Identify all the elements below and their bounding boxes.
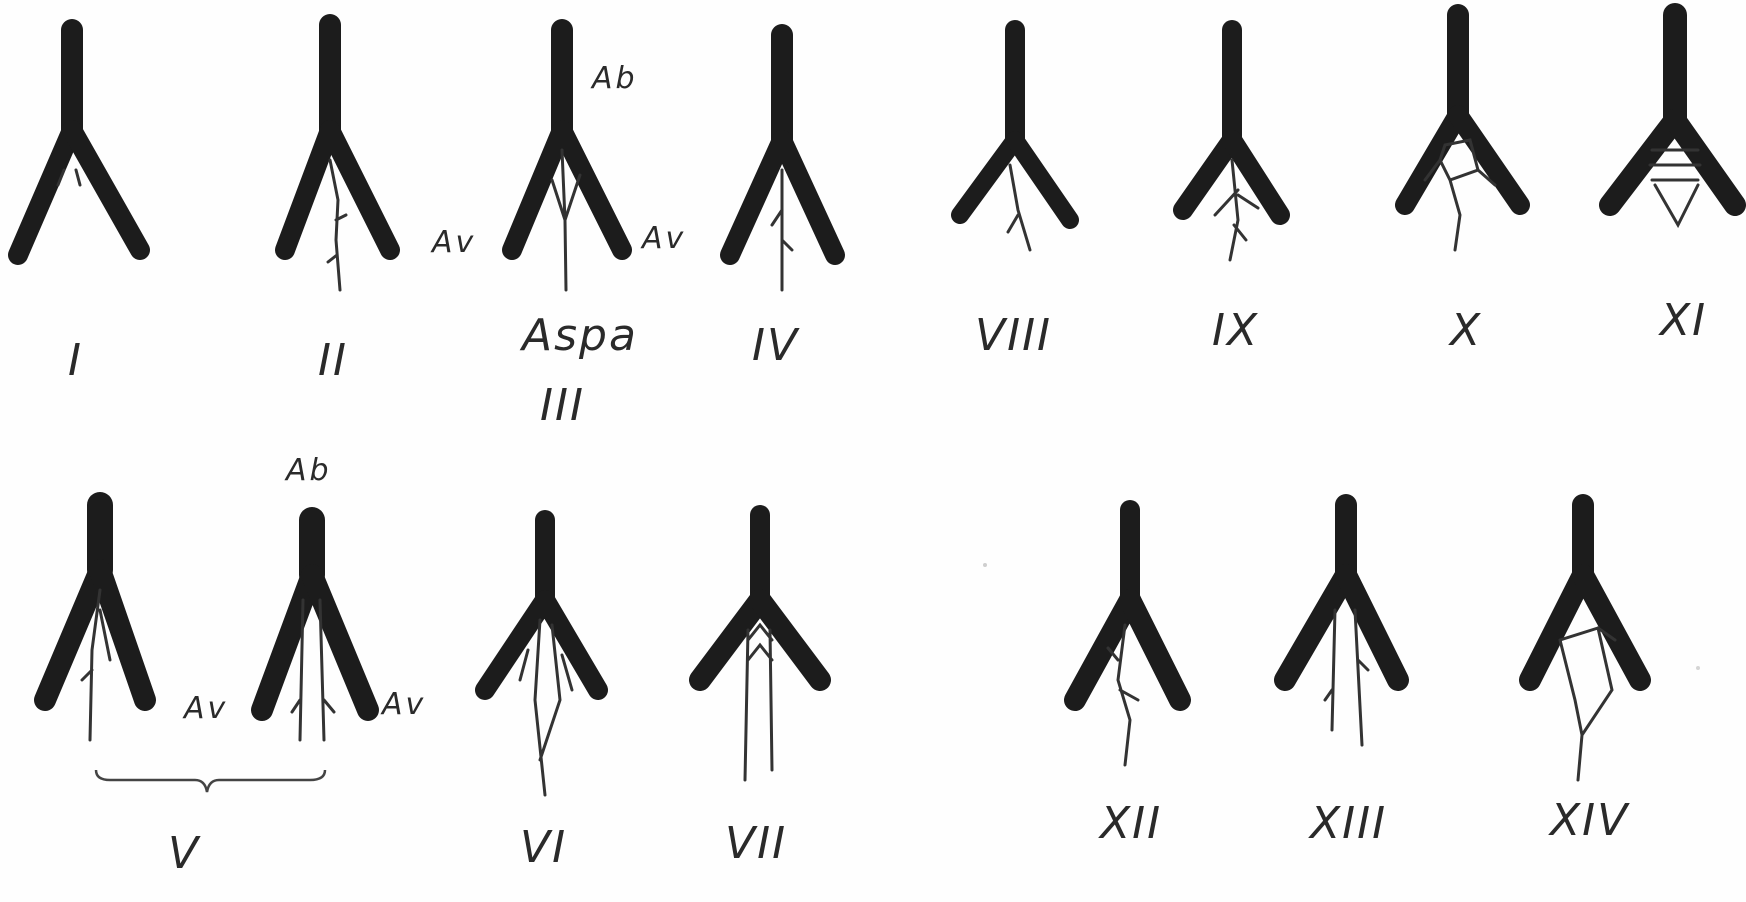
label-VI: VI bbox=[520, 822, 567, 873]
variant-VIII bbox=[960, 30, 1070, 250]
label-X: X bbox=[1448, 305, 1482, 356]
label-II: II bbox=[318, 335, 348, 386]
brace-V bbox=[96, 770, 325, 792]
variant-VII bbox=[700, 515, 820, 780]
variant-XIII bbox=[1285, 505, 1398, 745]
annotation-aspa-III: Aspa bbox=[519, 310, 638, 361]
label-I: I bbox=[68, 335, 83, 386]
annotation-av-right-V: Av bbox=[380, 687, 426, 722]
variant-I bbox=[18, 30, 140, 255]
label-VII: VII bbox=[725, 818, 787, 869]
label-IX: IX bbox=[1212, 305, 1259, 356]
variant-XII bbox=[1075, 510, 1180, 765]
variant-V-a bbox=[45, 505, 145, 740]
label-IV: IV bbox=[752, 320, 800, 371]
speck-mark bbox=[1696, 666, 1700, 670]
speck-mark bbox=[983, 563, 987, 567]
label-V: V bbox=[168, 828, 201, 879]
annotation-av-left-V: Av bbox=[182, 691, 228, 726]
variant-II bbox=[285, 25, 390, 290]
annotation-av-left-III: Av bbox=[430, 225, 476, 260]
label-VIII: VIII bbox=[975, 310, 1052, 361]
variant-IX bbox=[1183, 30, 1280, 260]
annotation-ab-III: Ab bbox=[590, 61, 638, 96]
variant-IV bbox=[730, 35, 835, 290]
variant-V-b bbox=[262, 520, 368, 740]
annotation-ab-V: Ab bbox=[284, 453, 332, 488]
variant-VI bbox=[485, 520, 598, 795]
label-XIII: XIII bbox=[1308, 798, 1387, 849]
annotation-av-right-III: Av bbox=[640, 221, 686, 256]
variant-XIV bbox=[1530, 505, 1640, 780]
label-III: III bbox=[540, 380, 585, 431]
label-XIV: XIV bbox=[1548, 795, 1630, 846]
variant-X bbox=[1405, 15, 1520, 250]
label-XI: XI bbox=[1658, 295, 1707, 346]
variant-XI bbox=[1610, 15, 1735, 225]
label-XII: XII bbox=[1098, 798, 1162, 849]
